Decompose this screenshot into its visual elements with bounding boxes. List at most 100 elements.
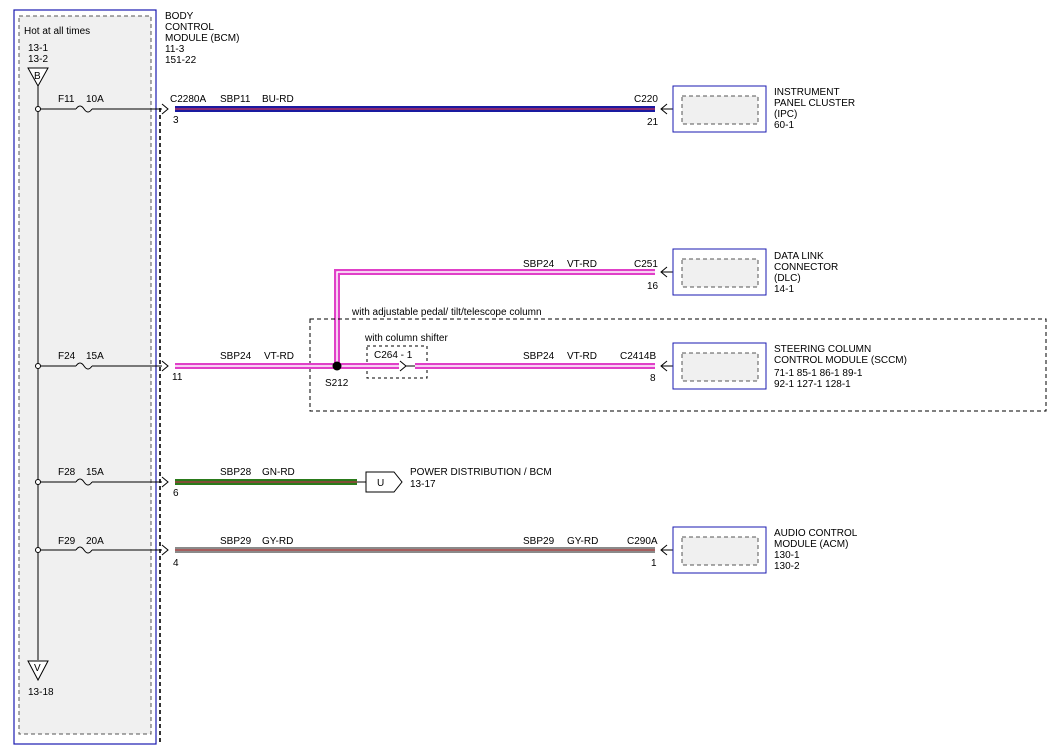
connector-u-label: U	[377, 478, 384, 489]
fuse-icon	[75, 362, 93, 370]
bcm-ref-line: 151-22	[165, 55, 197, 66]
acm-inner-box	[681, 536, 759, 566]
bcm-inner-box	[18, 15, 152, 735]
ipc-label: 60-1	[774, 120, 794, 131]
connector-v-label: V	[34, 663, 41, 674]
pin-number: 8	[650, 373, 656, 384]
connector-arrow-icon	[161, 360, 169, 372]
bcm-top-ref-1: 13-1	[28, 43, 48, 54]
dlc-label: 14-1	[774, 284, 794, 295]
wire-stripe	[336, 271, 655, 366]
wire-circuit: SBP11	[220, 94, 251, 105]
connector-arrow-icon	[161, 544, 169, 556]
pin-number: 1	[651, 558, 657, 569]
bcm-title: BODY CONTROL MODULE (BCM) 11-3 151-22	[165, 11, 239, 66]
bus-junction	[35, 479, 41, 485]
dlc-label: CONNECTOR	[774, 262, 838, 273]
fuse-icon	[75, 478, 93, 486]
splice-label: S212	[325, 378, 349, 389]
bus-junction	[35, 547, 41, 553]
connector-u-symbol	[365, 471, 403, 493]
bcm-title-line: CONTROL	[165, 22, 214, 33]
power-dist-ref: 13-17	[410, 479, 436, 490]
bcm-top-ref-2: 13-2	[28, 54, 48, 65]
wire-color: GN-RD	[262, 467, 295, 478]
wire-circuit: SBP29	[220, 536, 252, 547]
sccm-label: CONTROL MODULE (SCCM)	[774, 355, 907, 366]
wire-circuit: SBP24	[523, 351, 555, 362]
circuit-f11: F11 10A C2280A 3 SBP11 BU-RD C220 21	[35, 94, 673, 128]
wire-color: VT-RD	[567, 259, 597, 270]
sccm-component: STEERING COLUMN CONTROL MODULE (SCCM) 71…	[672, 342, 907, 390]
connector-arrow-icon	[399, 360, 407, 372]
column-shifter-box	[366, 345, 428, 379]
acm-label: 130-2	[774, 561, 800, 572]
bcm-ref-line: 11-3	[165, 44, 185, 55]
dlc-label: (DLC)	[774, 273, 801, 284]
connector-arrow-icon	[161, 103, 169, 115]
fuse-label: F24	[58, 351, 76, 362]
ipc-inner-box	[681, 95, 759, 125]
inline-connector-label: C264 - 1	[374, 350, 413, 361]
sccm-label: 71-1 85-1 86-1 89-1	[774, 368, 863, 379]
bus-junction	[35, 106, 41, 112]
pin-number: 4	[173, 558, 179, 569]
fuse-label: F29	[58, 536, 76, 547]
circuit-f28: F28 15A 6 SBP28 GN-RD U POWER DISTRIBUTI…	[35, 467, 552, 499]
wire-circuit: SBP28	[220, 467, 252, 478]
bus-junction	[35, 363, 41, 369]
circuit-f24: F24 15A 11 SBP24 VT-RD S212 SBP24 VT-RD …	[35, 351, 673, 389]
fuse-amps: 20A	[86, 536, 104, 547]
ipc-label: PANEL CLUSTER	[774, 98, 855, 109]
sccm-label: 92-1 127-1 128-1	[774, 379, 851, 390]
pin-number: 6	[173, 488, 179, 499]
fuse-amps: 15A	[86, 467, 104, 478]
wire-color: VT-RD	[567, 351, 597, 362]
dlc-label: DATA LINK	[774, 251, 824, 262]
pin-number: 11	[172, 372, 183, 383]
wire-color: BU-RD	[262, 94, 294, 105]
sccm-inner-box	[681, 352, 759, 382]
ipc-label: (IPC)	[774, 109, 797, 120]
circuit-f29: F29 20A 4 SBP29 GY-RD SBP29 GY-RD C290A …	[35, 536, 673, 569]
connector-label: C290A	[627, 536, 658, 547]
dlc-branch: SBP24 VT-RD C251 16	[334, 259, 673, 366]
fuse-amps: 10A	[86, 94, 104, 105]
fuse-icon	[75, 546, 93, 554]
connector-label: C2414B	[620, 351, 656, 362]
pin-number: 16	[647, 281, 659, 292]
bcm-hot-label: Hot at all times	[24, 26, 90, 37]
dlc-component: DATA LINK CONNECTOR (DLC) 14-1	[672, 248, 838, 296]
bcm-title-line: BODY	[165, 11, 194, 22]
fuse-label: F28	[58, 467, 76, 478]
wire-color: GY-RD	[262, 536, 293, 547]
wire-circuit: SBP29	[523, 536, 555, 547]
pin-number: 3	[173, 115, 179, 126]
ipc-component: INSTRUMENT PANEL CLUSTER (IPC) 60-1	[672, 85, 855, 133]
power-dist-label: POWER DISTRIBUTION / BCM	[410, 467, 552, 478]
acm-label: MODULE (ACM)	[774, 539, 848, 550]
bcm-module: Hot at all times 13-1 13-2 B V 13-18	[13, 9, 161, 745]
connector-label: C220	[634, 94, 658, 105]
connector-b-symbol	[27, 67, 49, 88]
connector-label: C2280A	[170, 94, 206, 105]
fuse-label: F11	[58, 94, 75, 105]
ipc-label: INSTRUMENT	[774, 87, 840, 98]
wire-circuit: SBP24	[220, 351, 252, 362]
sccm-label: STEERING COLUMN	[774, 344, 871, 355]
wire-color: GY-RD	[567, 536, 598, 547]
dlc-inner-box	[681, 258, 759, 288]
connector-arrow-icon	[161, 476, 169, 488]
acm-component: AUDIO CONTROL MODULE (ACM) 130-1 130-2	[672, 526, 858, 574]
option-label: with adjustable pedal/ tilt/telescope co…	[351, 307, 542, 318]
fuse-icon	[75, 105, 93, 113]
wire-color: VT-RD	[264, 351, 294, 362]
splice-dot	[332, 361, 342, 371]
wire-circuit: SBP24	[523, 259, 555, 270]
connector-v-symbol	[27, 660, 49, 682]
acm-label: AUDIO CONTROL	[774, 528, 858, 539]
column-shifter-label: with column shifter	[364, 333, 448, 344]
connector-label: C251	[634, 259, 658, 270]
fuse-amps: 15A	[86, 351, 104, 362]
